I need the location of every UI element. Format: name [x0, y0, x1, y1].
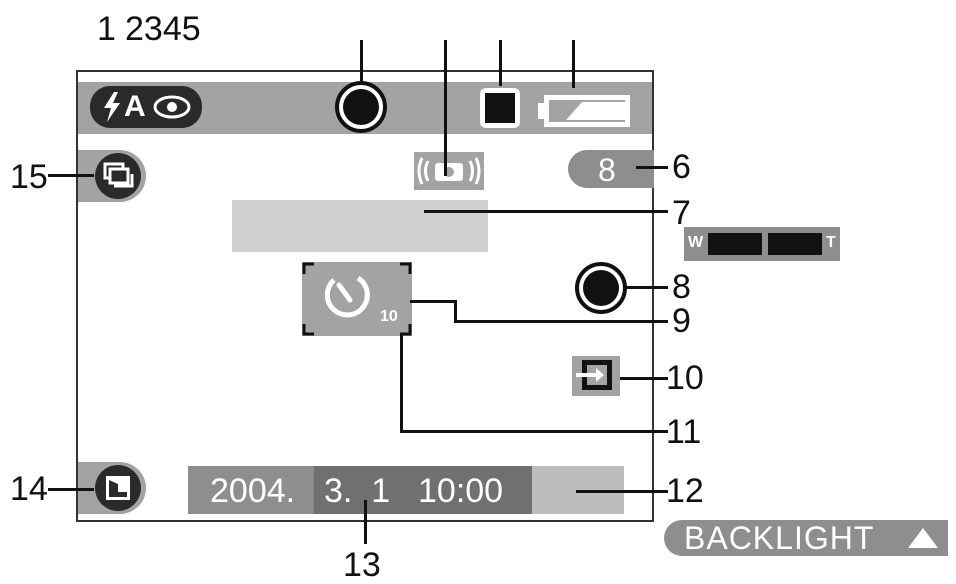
date-year-box	[188, 466, 314, 514]
burst-icon	[95, 153, 141, 199]
leader-line-13	[364, 500, 367, 544]
callout-13: 13	[343, 546, 381, 584]
callout-11: 11	[666, 413, 702, 451]
leader-line-9a	[410, 300, 456, 303]
battery-icon	[538, 95, 630, 127]
selftimer-seconds: 10	[380, 308, 398, 325]
storage-indicator	[572, 356, 620, 396]
label-1: 1	[97, 10, 116, 48]
leader-line-11a	[400, 334, 403, 432]
leader-line-4	[499, 40, 502, 86]
stabilizer-icon	[417, 157, 481, 185]
callout-8: 8	[672, 268, 691, 306]
message-bar	[232, 200, 488, 252]
date-time: 10:00	[418, 472, 504, 510]
callout-6: 6	[672, 148, 691, 186]
backlight-tab: BACKLIGHT	[664, 520, 948, 556]
shots-remaining-box: 8	[568, 150, 654, 188]
flash-mode-text: A	[124, 90, 146, 123]
callout-12: 12	[666, 472, 704, 510]
flash-icon	[104, 92, 120, 122]
zoom-segment-1	[708, 233, 762, 255]
scene-mode-icon	[95, 465, 141, 511]
callout-9: 9	[672, 302, 691, 340]
date-day: 3. 1	[324, 472, 391, 510]
leader-line-9c	[454, 320, 668, 323]
date-time-box	[314, 466, 532, 514]
leader-line-2	[360, 40, 363, 84]
leader-line-12	[576, 490, 668, 493]
zoom-tele-label: T	[826, 234, 836, 251]
leader-line-7	[424, 210, 668, 213]
leader-line-5	[572, 40, 575, 88]
leader-line-10	[620, 377, 668, 380]
leader-line-6	[636, 166, 668, 169]
shots-remaining-value: 8	[598, 152, 616, 188]
date-year: 2004.	[210, 472, 296, 510]
leader-line-14	[48, 488, 94, 491]
callout-7: 7	[672, 194, 691, 232]
backlight-label: BACKLIGHT	[684, 520, 875, 556]
callout-10: 10	[666, 359, 704, 397]
record-dot-icon	[575, 262, 627, 314]
red-eye-icon	[153, 95, 191, 119]
leader-line-9b	[454, 300, 457, 322]
focus-dot-icon	[335, 81, 387, 133]
lcd-screen: A	[76, 70, 654, 522]
quality-icon	[480, 88, 520, 128]
label-2345: 2345	[125, 10, 201, 48]
zoom-wide-label: W	[688, 234, 704, 251]
selftimer-box: 10	[302, 262, 412, 336]
callout-14: 14	[10, 470, 48, 508]
zoom-bar: W T	[684, 227, 840, 261]
leader-line-15	[48, 174, 94, 177]
burst-indicator	[78, 150, 146, 202]
storage-icon	[576, 360, 612, 390]
zoom-segment-2	[768, 233, 822, 255]
selftimer-icon	[302, 262, 412, 336]
flash-mode-indicator: A	[90, 86, 202, 128]
leader-line-8	[624, 286, 668, 289]
leader-line-11b	[400, 430, 668, 433]
leader-line-3	[444, 40, 447, 176]
callout-15: 15	[10, 158, 48, 196]
stabilizer-indicator	[414, 152, 484, 190]
triangle-up-icon	[908, 528, 938, 548]
